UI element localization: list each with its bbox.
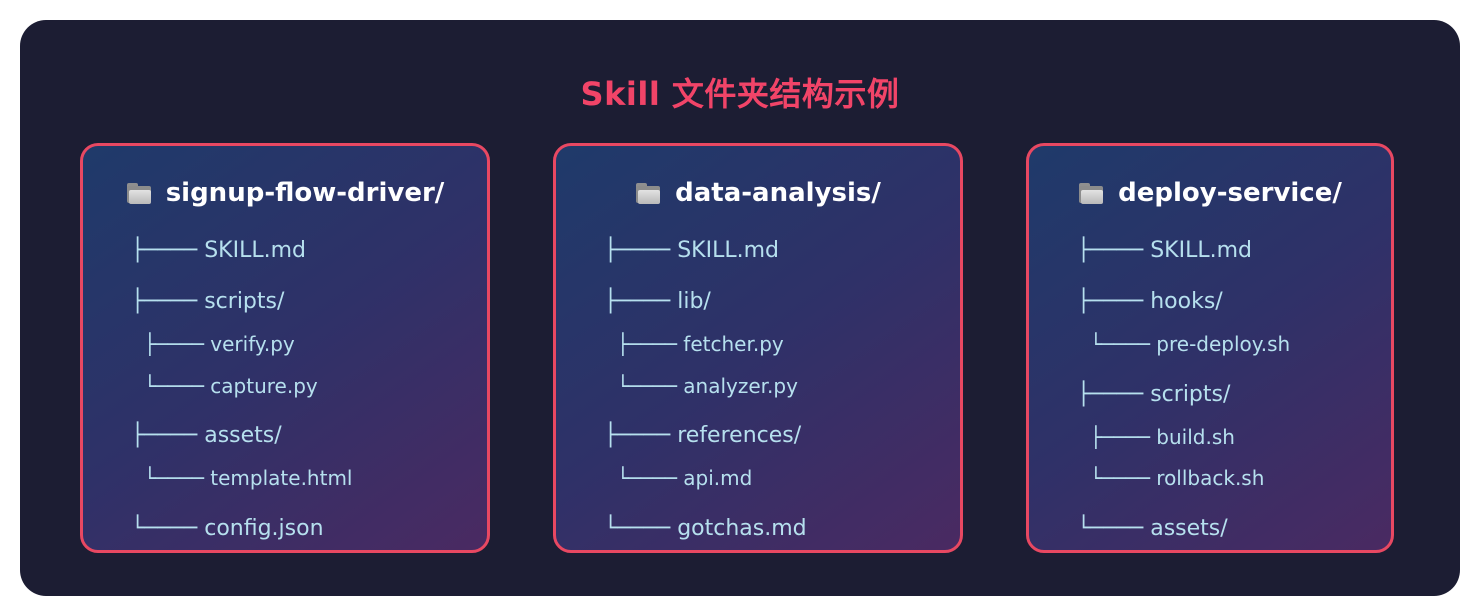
folder-icon bbox=[126, 182, 152, 204]
tree-connector: ├──── bbox=[131, 289, 205, 314]
tree-row: ├──── scripts/ bbox=[131, 287, 284, 317]
tree-item-label: build.sh bbox=[1156, 425, 1235, 449]
diagram-frame: Skill 文件夹结构示例 signup-flow-driver/ ├──── … bbox=[20, 20, 1460, 596]
tree-row: └──── capture.py bbox=[131, 372, 318, 400]
tree-row: ├──── fetcher.py bbox=[604, 330, 784, 358]
tree-item-label: assets/ bbox=[1150, 516, 1228, 541]
tree-row: ├──── assets/ bbox=[131, 421, 282, 451]
tree-row: └──── config.json bbox=[131, 514, 324, 544]
tree-item-label: SKILL.md bbox=[204, 238, 307, 263]
tree-item-label: gotchas.md bbox=[677, 516, 807, 541]
tree-item-label: scripts/ bbox=[1150, 382, 1231, 407]
folder-icon bbox=[635, 182, 661, 204]
tree-connector: ├──── bbox=[604, 289, 678, 314]
tree-connector: ├──── bbox=[604, 332, 684, 356]
tree-connector: └──── bbox=[1077, 466, 1157, 490]
card-header: signup-flow-driver/ bbox=[83, 176, 487, 210]
tree-row: ├──── hooks/ bbox=[1077, 287, 1223, 317]
tree-row: └──── analyzer.py bbox=[604, 372, 798, 400]
tree-row: └──── assets/ bbox=[1077, 514, 1228, 544]
tree-connector: ├──── bbox=[131, 332, 211, 356]
tree-connector: └──── bbox=[604, 374, 684, 398]
tree-connector: ├──── bbox=[604, 423, 678, 448]
tree-connector: ├──── bbox=[131, 238, 205, 263]
tree-connector: ├──── bbox=[131, 423, 205, 448]
tree-item-label: pre-deploy.sh bbox=[1156, 332, 1291, 356]
tree-connector: └──── bbox=[1077, 332, 1157, 356]
tree-connector: ├──── bbox=[604, 238, 678, 263]
card-header: deploy-service/ bbox=[1029, 176, 1391, 210]
tree-row: ├──── build.sh bbox=[1077, 423, 1235, 451]
tree-row: └──── rollback.sh bbox=[1077, 464, 1265, 492]
tree-item-label: lib/ bbox=[677, 289, 711, 314]
tree-item-label: fetcher.py bbox=[683, 332, 784, 356]
tree-item-label: capture.py bbox=[210, 374, 318, 398]
card-title: deploy-service/ bbox=[1118, 178, 1342, 208]
tree-item-label: SKILL.md bbox=[677, 238, 780, 263]
tree-item-label: analyzer.py bbox=[683, 374, 798, 398]
tree-connector: ├──── bbox=[1077, 382, 1151, 407]
tree-row: └──── api.md bbox=[604, 464, 753, 492]
tree-connector: ├──── bbox=[1077, 238, 1151, 263]
tree-connector: ├──── bbox=[1077, 289, 1151, 314]
tree-connector: └──── bbox=[131, 466, 211, 490]
folder-icon bbox=[1078, 182, 1104, 204]
folder-card-signup-flow-driver: signup-flow-driver/ ├──── SKILL.md ├────… bbox=[80, 143, 490, 553]
tree-item-label: verify.py bbox=[210, 332, 295, 356]
tree-row: └──── gotchas.md bbox=[604, 514, 807, 544]
tree-connector: └──── bbox=[131, 516, 205, 541]
tree-row: ├──── verify.py bbox=[131, 330, 295, 358]
tree-item-label: SKILL.md bbox=[1150, 238, 1253, 263]
diagram-title: Skill 文件夹结构示例 bbox=[580, 75, 900, 113]
tree-row: ├──── scripts/ bbox=[1077, 380, 1230, 410]
card-title: data-analysis/ bbox=[675, 178, 881, 208]
folder-card-data-analysis: data-analysis/ ├──── SKILL.md ├──── lib/… bbox=[553, 143, 963, 553]
tree-item-label: references/ bbox=[677, 423, 802, 448]
card-header: data-analysis/ bbox=[556, 176, 960, 210]
card-title: signup-flow-driver/ bbox=[165, 178, 445, 208]
tree-row: └──── template.html bbox=[131, 464, 353, 492]
tree-item-label: config.json bbox=[204, 516, 324, 541]
tree-item-label: hooks/ bbox=[1150, 289, 1223, 314]
tree-row: ├──── SKILL.md bbox=[1077, 236, 1252, 266]
tree-row: ├──── SKILL.md bbox=[604, 236, 779, 266]
tree-connector: └──── bbox=[131, 374, 211, 398]
tree-item-label: assets/ bbox=[204, 423, 282, 448]
tree-connector: ├──── bbox=[1077, 425, 1157, 449]
tree-item-label: rollback.sh bbox=[1156, 466, 1265, 490]
tree-item-label: scripts/ bbox=[204, 289, 285, 314]
folder-card-deploy-service: deploy-service/ ├──── SKILL.md ├──── hoo… bbox=[1026, 143, 1394, 553]
tree-row: ├──── lib/ bbox=[604, 287, 711, 317]
tree-connector: └──── bbox=[604, 466, 684, 490]
tree-item-label: template.html bbox=[210, 466, 353, 490]
tree-row: ├──── SKILL.md bbox=[131, 236, 306, 266]
tree-connector: └──── bbox=[1077, 516, 1151, 541]
tree-row: └──── pre-deploy.sh bbox=[1077, 330, 1291, 358]
tree-connector: └──── bbox=[604, 516, 678, 541]
tree-item-label: api.md bbox=[683, 466, 753, 490]
tree-row: ├──── references/ bbox=[604, 421, 801, 451]
